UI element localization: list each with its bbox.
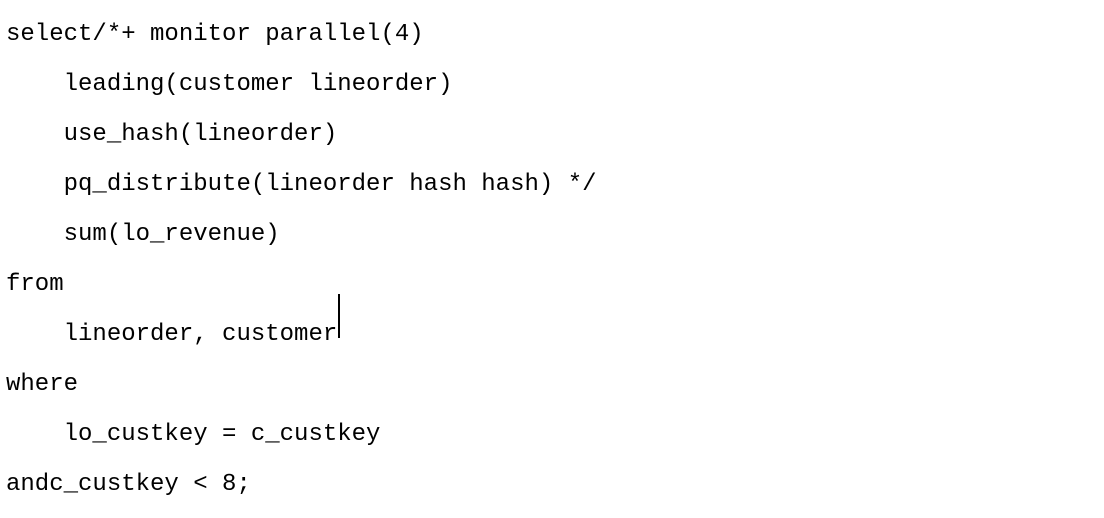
code-line[interactable]: leading(customer lineorder) xyxy=(6,71,453,98)
code-line[interactable]: sum(lo_revenue) xyxy=(6,221,280,248)
code-line[interactable]: lo_custkey = c_custkey xyxy=(6,421,381,448)
code-line[interactable]: select/*+ monitor parallel(4) xyxy=(6,21,424,48)
code-line[interactable]: from xyxy=(6,271,64,298)
code-line[interactable]: where xyxy=(6,371,79,398)
code-line[interactable]: use_hash(lineorder) xyxy=(6,121,338,148)
code-line[interactable]: pq_distribute(lineorder hash hash) */ xyxy=(6,171,597,198)
text-caret xyxy=(338,294,340,338)
code-line[interactable]: andc_custkey < 8; xyxy=(6,471,251,498)
code-line[interactable]: lineorder, customer xyxy=(6,321,338,348)
